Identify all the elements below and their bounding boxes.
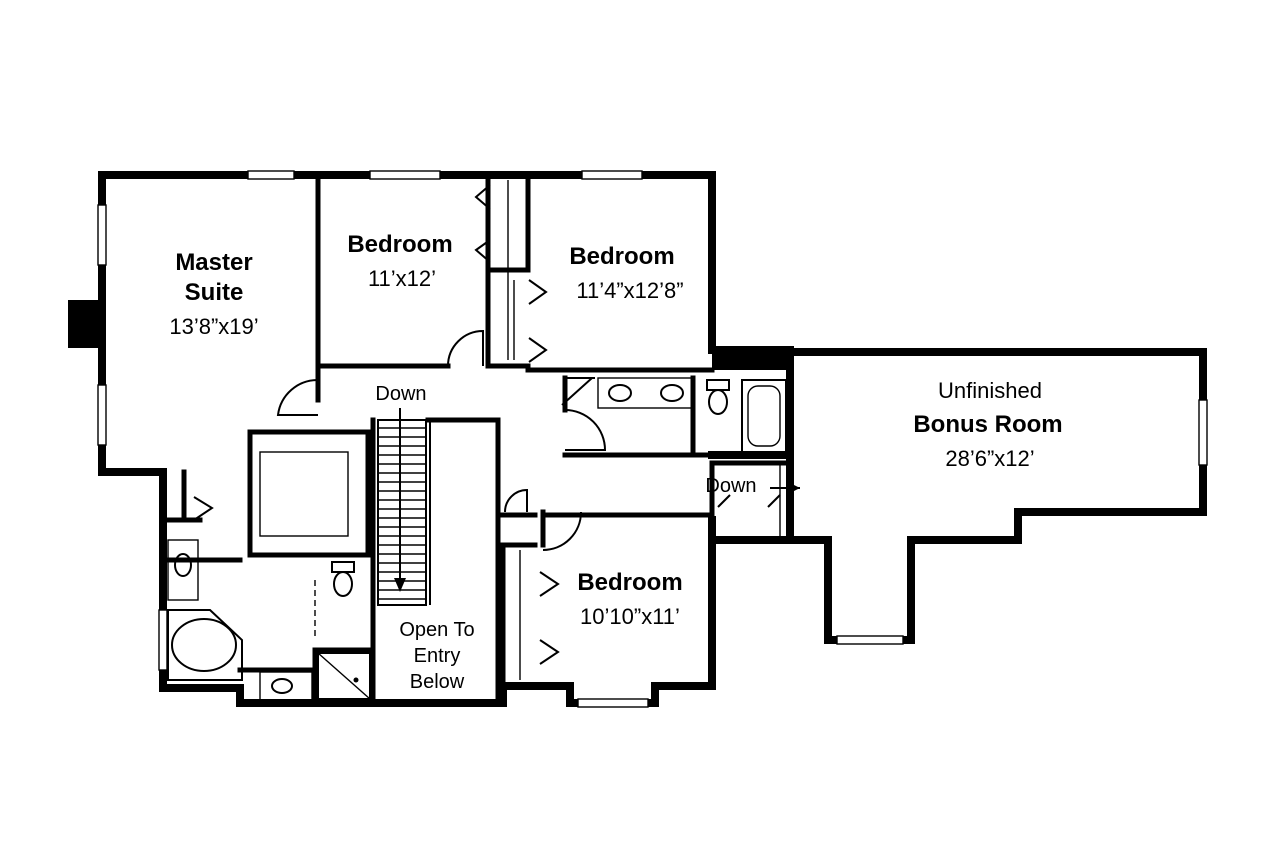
chimney — [68, 300, 102, 348]
side-down-label: Down — [705, 475, 756, 497]
stair-down-label: Down — [375, 383, 426, 405]
bedroom-3-name: Bedroom — [577, 569, 682, 596]
fixtures — [167, 377, 787, 701]
bonus-room-name: Bonus Room — [913, 411, 1062, 438]
master-suite-name-1: Master — [175, 249, 252, 276]
open-to-entry-line3: Below — [410, 671, 465, 693]
windows — [97, 170, 1208, 708]
bonus-room-size: 28’6”x12’ — [945, 446, 1034, 471]
side-stair — [717, 465, 800, 538]
bonus-room-line1: Unfinished — [938, 378, 1042, 403]
bedroom-1-name: Bedroom — [347, 231, 452, 258]
bedroom-2-name: Bedroom — [569, 243, 674, 270]
bedroom-1-size: 11’x12’ — [368, 266, 436, 291]
door-swings — [276, 329, 607, 551]
bedroom-3-size: 10’10”x11’ — [580, 604, 680, 629]
stairs — [377, 408, 431, 606]
closet-doors — [193, 180, 560, 680]
open-to-entry-line2: Entry — [414, 645, 461, 667]
room-labels: Master Suite 13’8”x19’ Bedroom 11’x12’ B… — [169, 231, 1062, 693]
walkin-closet — [249, 451, 349, 537]
open-to-entry-line1: Open To — [399, 619, 474, 641]
chase — [712, 350, 792, 370]
master-suite-name-2: Suite — [185, 279, 244, 306]
bedroom-2-size: 11’4”x12’8” — [576, 278, 683, 303]
master-suite-size: 13’8”x19’ — [169, 314, 258, 339]
